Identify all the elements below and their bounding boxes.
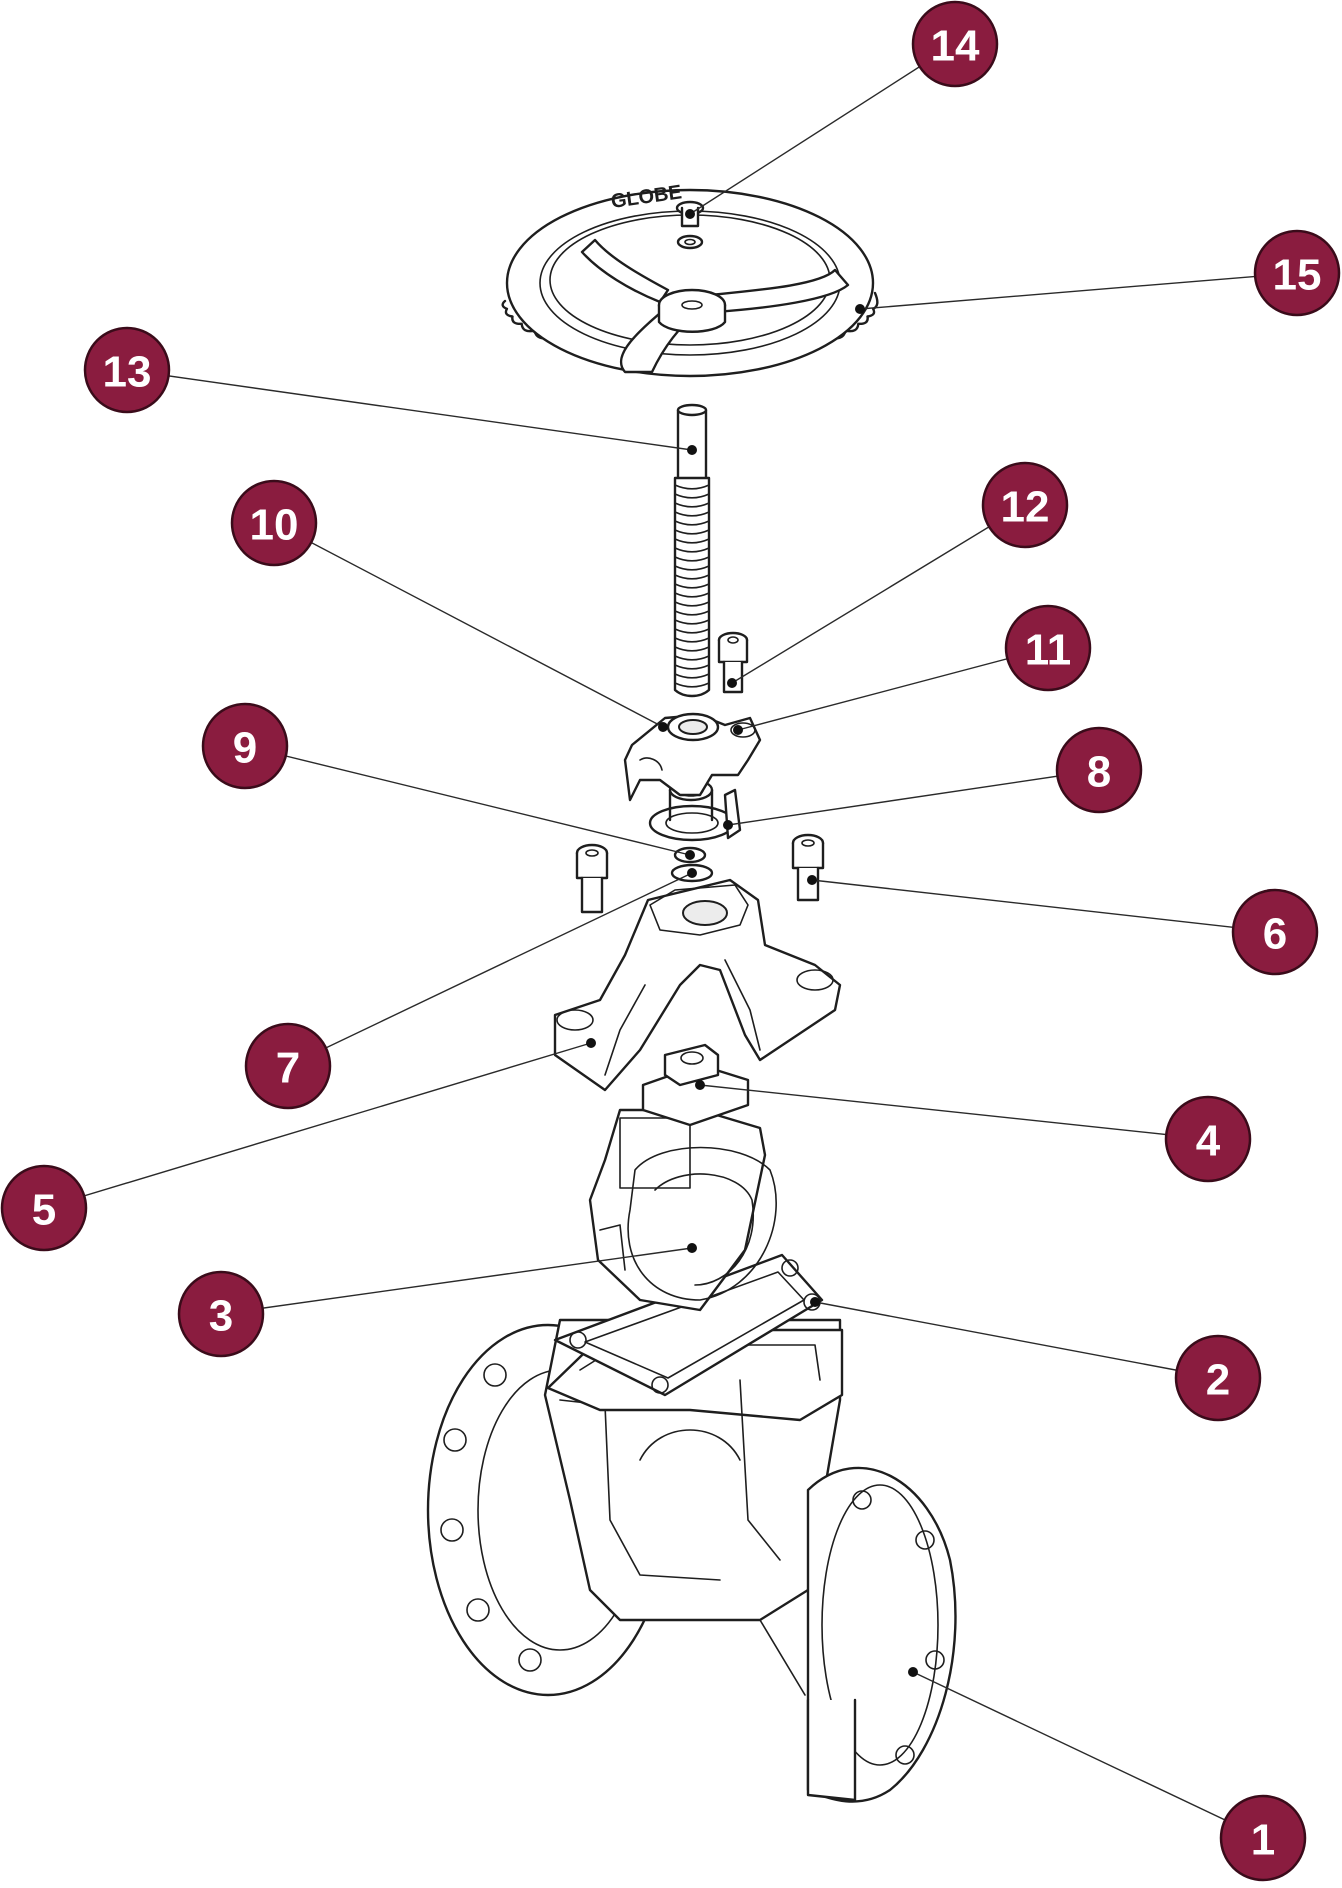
callout-label-2: 2	[1206, 1356, 1230, 1405]
leader-dot-4	[695, 1080, 705, 1090]
callout-circle-4	[1164, 1095, 1252, 1183]
gate-wedge	[588, 1108, 777, 1312]
callout-label-5: 5	[32, 1186, 56, 1235]
callout-label-6: 6	[1263, 910, 1287, 959]
leader-line-4	[699, 1084, 1209, 1140]
callout-circle-15	[1253, 229, 1341, 317]
leader-line-6	[811, 879, 1276, 933]
leader-line-3	[220, 1247, 693, 1315]
leader-dot-6	[807, 875, 817, 885]
callout-label-7: 7	[276, 1044, 300, 1093]
callout-circle-11	[1004, 604, 1092, 692]
callout-label-4: 4	[1196, 1117, 1221, 1166]
leader-dot-8	[723, 820, 733, 830]
callout-circle-3	[177, 1270, 265, 1358]
leader-line-11	[737, 647, 1049, 731]
bonnet	[553, 878, 842, 1092]
callout-circle-10	[230, 479, 318, 567]
callout-circle-13	[83, 326, 171, 414]
leader-line-10	[273, 522, 664, 728]
callout-circle-1	[1219, 1794, 1307, 1882]
leader-line-1	[912, 1671, 1264, 1839]
callout-label-9: 9	[233, 724, 257, 773]
callout-circle-7	[244, 1022, 332, 1110]
leader-line-7	[287, 872, 693, 1067]
leader-line-12	[731, 504, 1026, 684]
callout-label-10: 10	[250, 501, 299, 550]
callout-label-12: 12	[1001, 483, 1050, 532]
wedge-nut	[641, 1043, 750, 1127]
callout-label-8: 8	[1087, 748, 1111, 797]
leader-dot-9	[685, 850, 695, 860]
callout-circle-6	[1231, 888, 1319, 976]
leader-dot-1	[908, 1667, 918, 1677]
callout-label-15: 15	[1273, 251, 1322, 300]
callout-label-11: 11	[1025, 626, 1072, 675]
leader-dot-2	[810, 1297, 820, 1307]
callout-label-3: 3	[209, 1292, 233, 1341]
callout-circle-12	[981, 461, 1069, 549]
leader-dot-5	[586, 1038, 596, 1048]
bolt-right	[791, 833, 825, 902]
callout-label-14: 14	[931, 22, 980, 71]
leader-dot-15	[855, 304, 865, 314]
leader-dot-7	[687, 868, 697, 878]
leader-dot-10	[658, 722, 668, 732]
leader-line-9	[244, 745, 691, 856]
leader-dot-11	[733, 725, 743, 735]
callout-circle-2	[1174, 1334, 1262, 1422]
bolt-left	[575, 843, 609, 914]
leader-line-15	[859, 272, 1298, 310]
callout-label-13: 13	[103, 348, 152, 397]
leader-line-8	[727, 769, 1100, 826]
leader-dot-12	[727, 678, 737, 688]
leader-dot-3	[687, 1243, 697, 1253]
gland-flange	[623, 712, 762, 802]
callout-circle-5	[0, 1164, 88, 1252]
leader-dot-13	[687, 445, 697, 455]
valve-body	[426, 1318, 957, 1803]
leader-dot-14	[685, 209, 695, 219]
leader-line-13	[126, 369, 693, 451]
leader-line-2	[814, 1301, 1219, 1379]
callout-circle-14	[911, 0, 999, 88]
valve-stem	[673, 403, 711, 698]
leader-lines	[43, 43, 1298, 1839]
leader-line-14	[689, 43, 956, 215]
callout-circle-8	[1055, 726, 1143, 814]
leader-line-5	[43, 1042, 592, 1209]
callout-label-1: 1	[1251, 1816, 1275, 1865]
callout-circle-9	[201, 702, 289, 790]
